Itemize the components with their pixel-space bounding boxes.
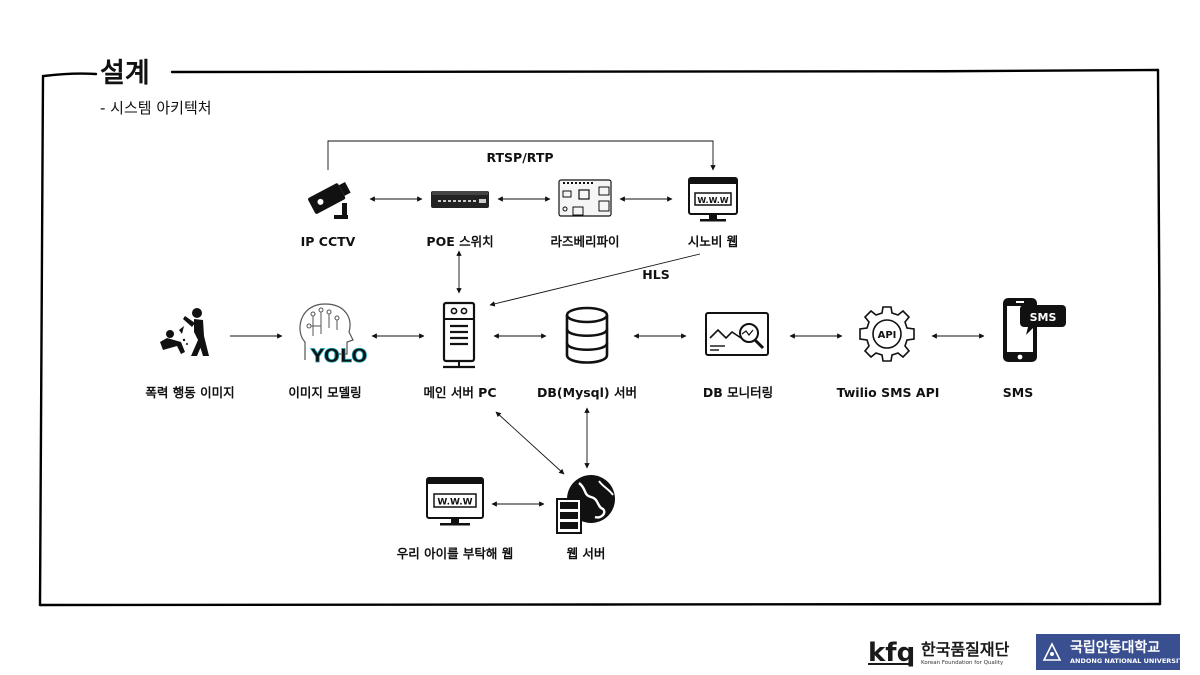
rtsp-label: RTSP/RTP bbox=[486, 150, 553, 165]
slide-frame bbox=[38, 68, 1162, 607]
rtsp-connector bbox=[327, 140, 716, 171]
synology-web-label: 시노비 웹 bbox=[688, 234, 738, 249]
raspberry-pi-icon bbox=[558, 179, 612, 217]
page-subtitle: - 시스템 아키텍처 bbox=[100, 99, 212, 117]
synology-web-monitor-icon: W.W.W bbox=[688, 177, 738, 222]
violence-person-icon bbox=[160, 308, 209, 356]
web-server-globe-icon bbox=[556, 475, 615, 534]
raspberry-pi-label: 라즈베리파이 bbox=[550, 234, 619, 249]
hls-label: HLS bbox=[642, 267, 669, 282]
db-monitoring-screen-icon bbox=[705, 312, 769, 356]
svg-text:YOLO: YOLO bbox=[310, 345, 368, 367]
hls-connector bbox=[489, 253, 701, 307]
page-title: 설계 bbox=[100, 58, 150, 89]
child-web-monitor-icon: W.W.W bbox=[426, 477, 484, 526]
svg-text:W.W.W: W.W.W bbox=[437, 498, 472, 508]
ip-cctv-label: IP CCTV bbox=[301, 234, 356, 249]
poe-switch-icon bbox=[431, 191, 489, 208]
api-gear-icon: API bbox=[859, 306, 915, 362]
cctv-camera-icon bbox=[308, 182, 351, 219]
db-server-label: DB(Mysql) 서버 bbox=[537, 385, 637, 400]
db-monitoring-label: DB 모니터링 bbox=[703, 385, 773, 400]
sms-label: SMS bbox=[1003, 385, 1033, 400]
svg-text:ANDONG NATIONAL UNIVERSITY: ANDONG NATIONAL UNIVERSITY bbox=[1070, 657, 1188, 665]
svg-text:W.W.W: W.W.W bbox=[697, 196, 728, 205]
database-icon bbox=[565, 306, 609, 364]
image-modeling-label: 이미지 모델링 bbox=[288, 385, 361, 400]
university-logo: 국립안동대학교 ANDONG NATIONAL UNIVERSITY bbox=[1036, 634, 1188, 670]
server-webserver-connector bbox=[495, 411, 565, 475]
svg-text:Korean Foundation for Quality: Korean Foundation for Quality bbox=[921, 660, 1004, 666]
svg-text:API: API bbox=[878, 330, 897, 341]
web-server-label: 웹 서버 bbox=[567, 546, 606, 561]
svg-text:한국품질재단: 한국품질재단 bbox=[921, 640, 1010, 659]
child-web-label: 우리 아이를 부탁해 웹 bbox=[397, 546, 514, 561]
svg-text:국립안동대학교: 국립안동대학교 bbox=[1070, 639, 1160, 656]
connections bbox=[230, 140, 985, 507]
ai-head-yolo-icon: YOLO bbox=[299, 303, 368, 367]
poe-switch-label: POE 스위치 bbox=[426, 234, 493, 249]
kfq-logo: kfq 한국품질재단 Korean Foundation for Quality bbox=[868, 638, 1010, 668]
server-tower-icon bbox=[442, 301, 476, 369]
svg-text:SMS: SMS bbox=[1030, 311, 1057, 324]
sms-phone-icon: SMS bbox=[1003, 298, 1066, 362]
twilio-api-label: Twilio SMS API bbox=[837, 385, 940, 400]
violence-image-label: 폭력 행동 이미지 bbox=[145, 385, 234, 400]
main-server-label: 메인 서버 PC bbox=[423, 385, 496, 400]
